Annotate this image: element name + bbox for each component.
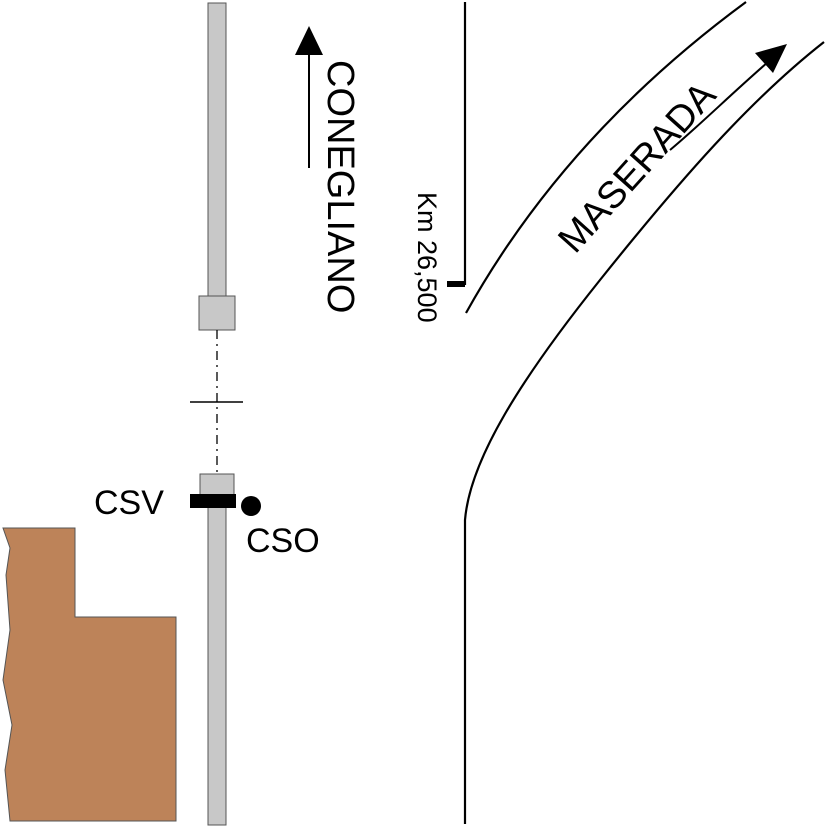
- csv-signal: [190, 494, 236, 508]
- cso-signal: [241, 496, 261, 516]
- cso-label: CSO: [246, 522, 320, 560]
- building: [2, 527, 177, 822]
- arrow-up-icon: [295, 26, 323, 55]
- road-edge-right: [463, 41, 825, 824]
- railway-track-upper: [207, 2, 227, 299]
- arrow-up-right-icon: [755, 44, 787, 73]
- csv-label: CSV: [94, 484, 164, 522]
- conegliano-label: CONEGLIANO: [319, 60, 361, 313]
- barrier-box-upper: [198, 295, 236, 331]
- maserada-road-upper-edge: [465, 1, 747, 314]
- km-label: Km 26,500: [412, 192, 442, 323]
- railway-track-lower: [207, 497, 227, 826]
- maserada-arrow-shaft: [669, 61, 769, 151]
